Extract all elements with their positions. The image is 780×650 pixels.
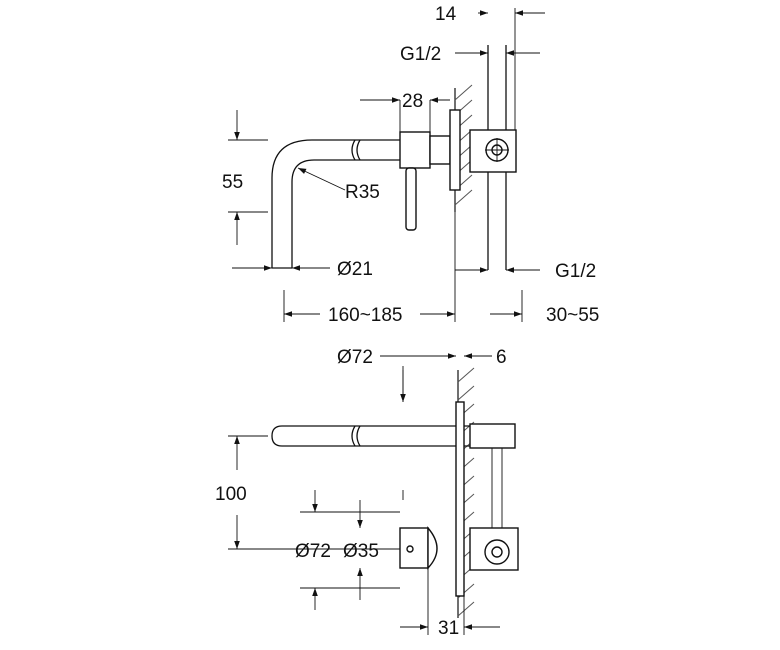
spout-top-view bbox=[271, 425, 470, 447]
dim-r35-label: R35 bbox=[345, 182, 380, 203]
break-mark-top bbox=[351, 139, 356, 161]
dim-14-label: 14 bbox=[435, 4, 457, 25]
body-collar bbox=[429, 135, 451, 165]
dim-d72-left-label: Ø72 bbox=[295, 541, 331, 562]
side-view: 14 G1/2 28 55 R35 Ø21 G1/2 160~185 bbox=[222, 4, 599, 326]
wall-plate bbox=[449, 109, 461, 191]
handle-collar bbox=[427, 526, 438, 570]
dim-30-55-label: 30~55 bbox=[546, 305, 599, 326]
dim-g12-bottom-label: G1/2 bbox=[555, 261, 596, 282]
valve-body bbox=[399, 131, 431, 169]
handle-body bbox=[399, 527, 429, 569]
wall-plate-top-view bbox=[455, 401, 465, 597]
dim-6-label: 6 bbox=[496, 347, 507, 368]
dim-28-label: 28 bbox=[402, 91, 423, 112]
dim-55-label: 55 bbox=[222, 172, 243, 193]
top-view: Ø72 6 100 Ø72 Ø35 31 bbox=[215, 347, 519, 639]
dim-31-label: 31 bbox=[438, 618, 459, 639]
dim-g12-top-label: G1/2 bbox=[400, 44, 441, 65]
dim-100-label: 100 bbox=[215, 484, 247, 505]
spout-outer bbox=[271, 139, 400, 268]
handle-indicator bbox=[406, 545, 414, 553]
dim-d72-top-label: Ø72 bbox=[337, 347, 373, 368]
break-mark-top-2 bbox=[356, 139, 361, 161]
dim-d35-label: Ø35 bbox=[343, 541, 379, 562]
spout-connector bbox=[469, 423, 516, 449]
dim-d21-label: Ø21 bbox=[337, 259, 373, 280]
break-mark-bottom bbox=[351, 425, 356, 447]
lever-handle bbox=[405, 167, 417, 231]
spout-inner bbox=[291, 159, 400, 268]
dim-160-185-label: 160~185 bbox=[328, 305, 403, 326]
